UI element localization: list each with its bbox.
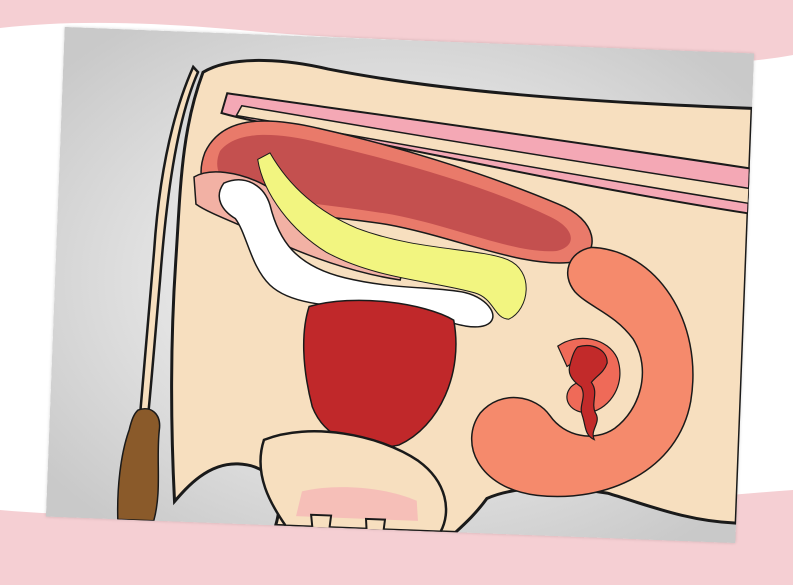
- diagram-frame: [46, 27, 754, 543]
- cow-anatomy-diagram: [46, 27, 754, 543]
